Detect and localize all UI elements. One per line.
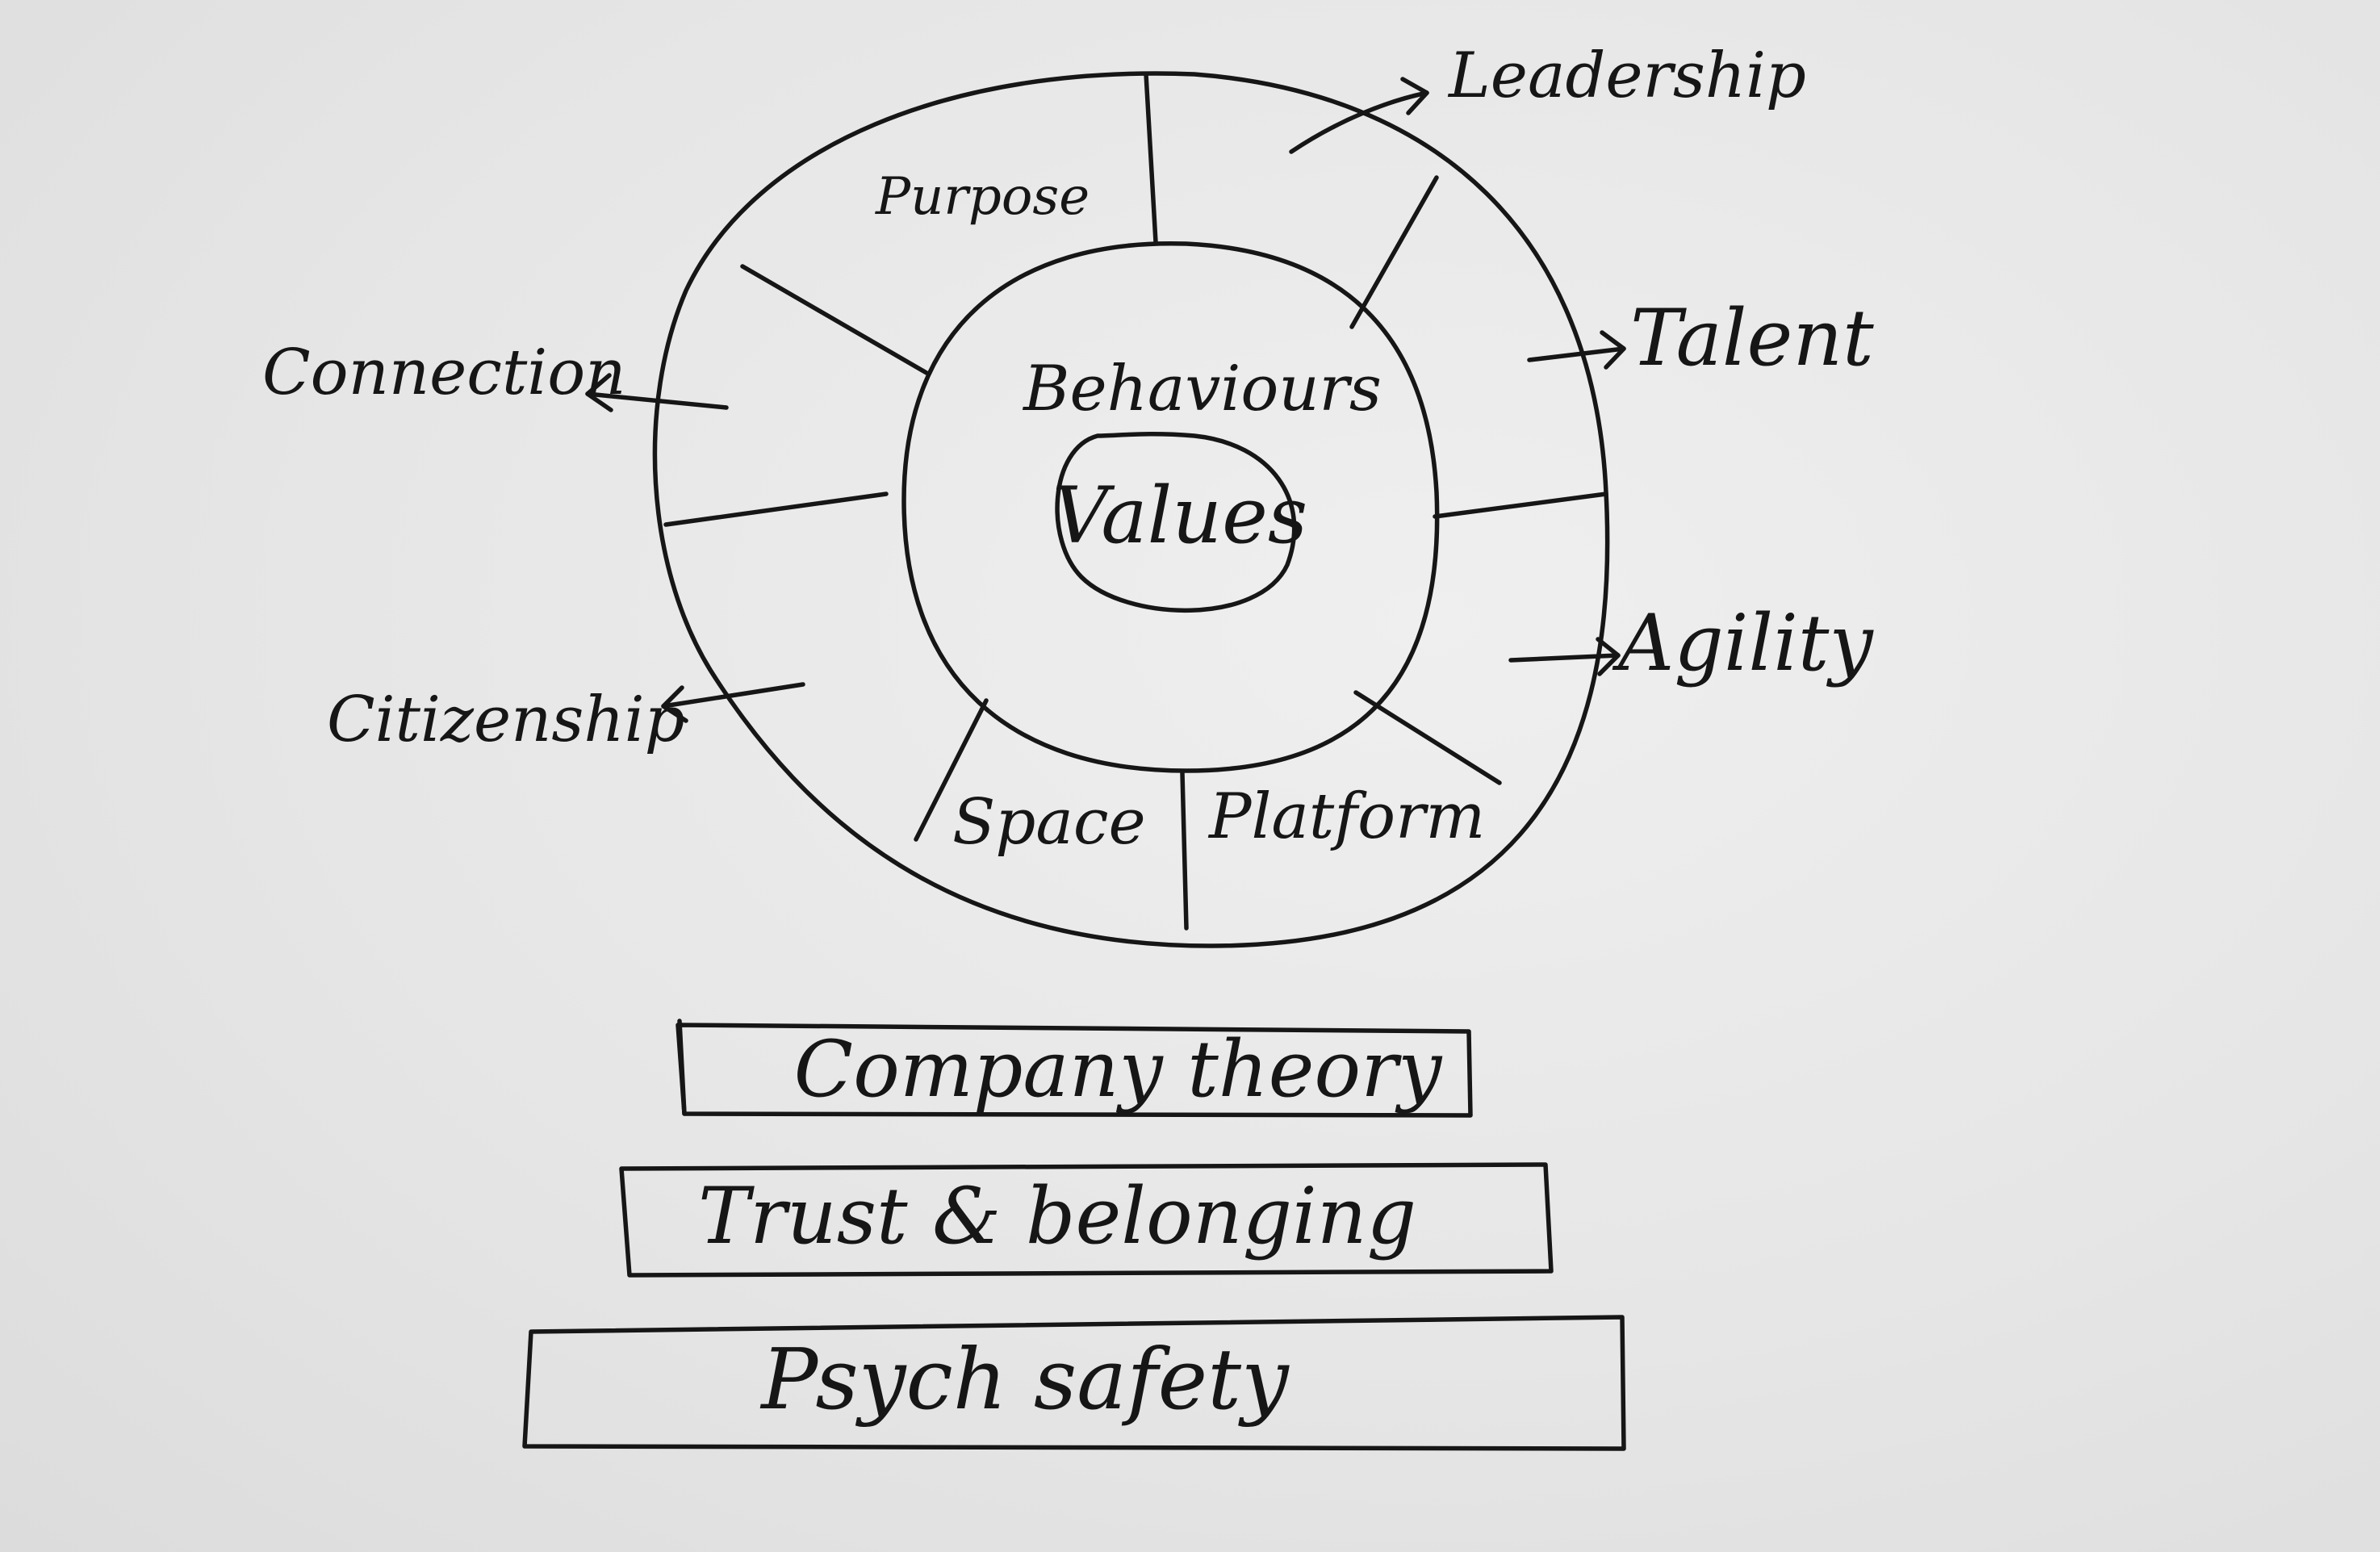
trust-belonging-label: Trust & belonging: [698, 1171, 1416, 1261]
connection-label: Connection: [262, 337, 625, 409]
leadership-arrow: [1289, 77, 1429, 154]
agility-label: Agility: [1612, 598, 1874, 688]
behaviours-ring: [901, 241, 1440, 773]
segment-dividers: [663, 72, 1608, 931]
agility-arrow: [1508, 637, 1621, 676]
citizenship-label: Citizenship: [327, 684, 685, 756]
foundation-block-3: [522, 1315, 1626, 1451]
talent-arrow: [1527, 330, 1626, 370]
talent-label: Talent: [1630, 293, 1874, 383]
segment-space-label: Space: [952, 786, 1146, 859]
citizenship-arrow: [661, 682, 805, 723]
foundation-block-1: [676, 1019, 1473, 1118]
values-label: Values: [1052, 471, 1307, 561]
segment-platform-label: Platform: [1207, 780, 1485, 853]
company-theory-label: Company theory: [794, 1024, 1443, 1115]
psych-safety-label: Psych safety: [759, 1330, 1290, 1429]
behaviours-label: Behaviours: [1022, 353, 1382, 425]
outer-ring: [652, 71, 1610, 948]
connection-arrow: [585, 373, 729, 412]
segment-purpose-label: Purpose: [875, 167, 1090, 227]
foundation-block-2: [619, 1162, 1554, 1278]
leadership-label: Leadership: [1447, 40, 1806, 112]
values-circle: [1055, 432, 1297, 613]
